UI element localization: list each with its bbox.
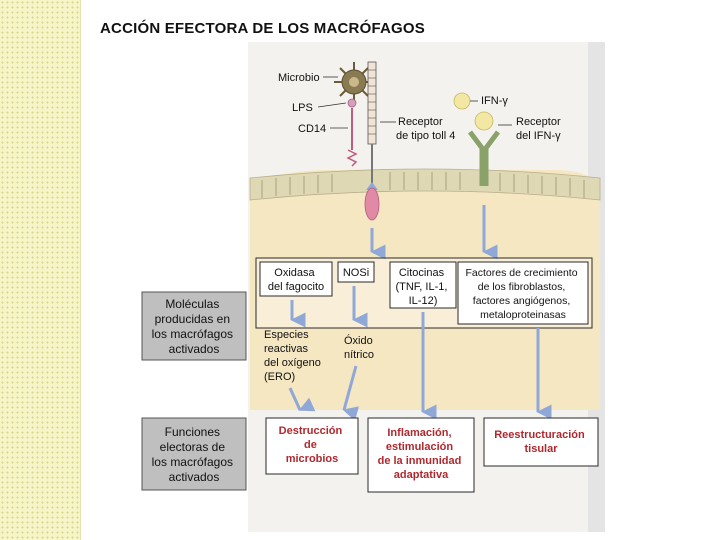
box-factores <box>457 261 589 325</box>
text-inflamacion: Inflamación, estimulación de la inmunida… <box>378 427 465 481</box>
text-citocinas: Citocinas (TNF, IL-1, IL-12) <box>395 267 450 307</box>
text-especies: Especies reactivas del oxígeno (ERO) <box>264 329 324 383</box>
decorative-side-band <box>0 0 81 540</box>
signal-arrows <box>370 205 498 260</box>
product-arrows <box>290 286 368 328</box>
text-factores: Factores de crecimiento de los fibroblas… <box>466 267 581 321</box>
microbe-icon <box>334 62 374 102</box>
membrane-lipids <box>261 172 585 198</box>
label-box-molecules <box>141 291 247 361</box>
box-nosi <box>337 261 375 283</box>
text-oxido: Óxido nítrico <box>344 334 376 361</box>
label-microbio: Microbio <box>278 72 320 84</box>
text-functions-label: Funciones electoras de los macrófagos ac… <box>152 425 237 484</box>
label-ifn-receptor-line1: Receptor <box>516 116 561 128</box>
text-molecules-label: Moléculas producidas en los macrófagos a… <box>152 297 237 356</box>
label-ifn-receptor-line2: del IFN-γ <box>516 130 561 142</box>
box-inflamacion <box>367 417 475 493</box>
slide-title: ACCIÓN EFECTORA DE LOS MACRÓFAGOS <box>100 20 425 37</box>
toll-like-receptor-4-icon <box>364 61 380 221</box>
box-citocinas <box>389 261 457 309</box>
text-oxidasa: Oxidasa del fagocito <box>268 267 324 293</box>
text-destruccion: Destrucción de microbios <box>279 425 346 465</box>
label-tlr-line1: Receptor <box>398 116 443 128</box>
box-destruccion <box>265 417 359 475</box>
ifn-gamma-bound-icon <box>474 111 494 131</box>
box-oxidasa <box>259 261 333 297</box>
label-leader-lines <box>317 76 512 129</box>
cell-membrane <box>249 168 601 201</box>
box-reestructuracion <box>483 417 599 467</box>
label-cd14: CD14 <box>298 123 326 135</box>
text-reestructuracion: Reestructuración tisular <box>494 429 588 455</box>
ifn-gamma-icon <box>453 92 471 110</box>
function-arrows <box>288 312 552 421</box>
ifn-gamma-receptor-icon <box>468 130 500 186</box>
label-lps: LPS <box>292 102 313 114</box>
label-box-functions <box>141 417 247 491</box>
lps-icon <box>347 98 357 108</box>
text-nosi: NOSi <box>343 267 369 279</box>
label-tlr-line2: de tipo toll 4 <box>396 130 455 142</box>
label-ifn-gamma: IFN-γ <box>481 95 508 107</box>
cd14-receptor-icon <box>346 108 358 167</box>
